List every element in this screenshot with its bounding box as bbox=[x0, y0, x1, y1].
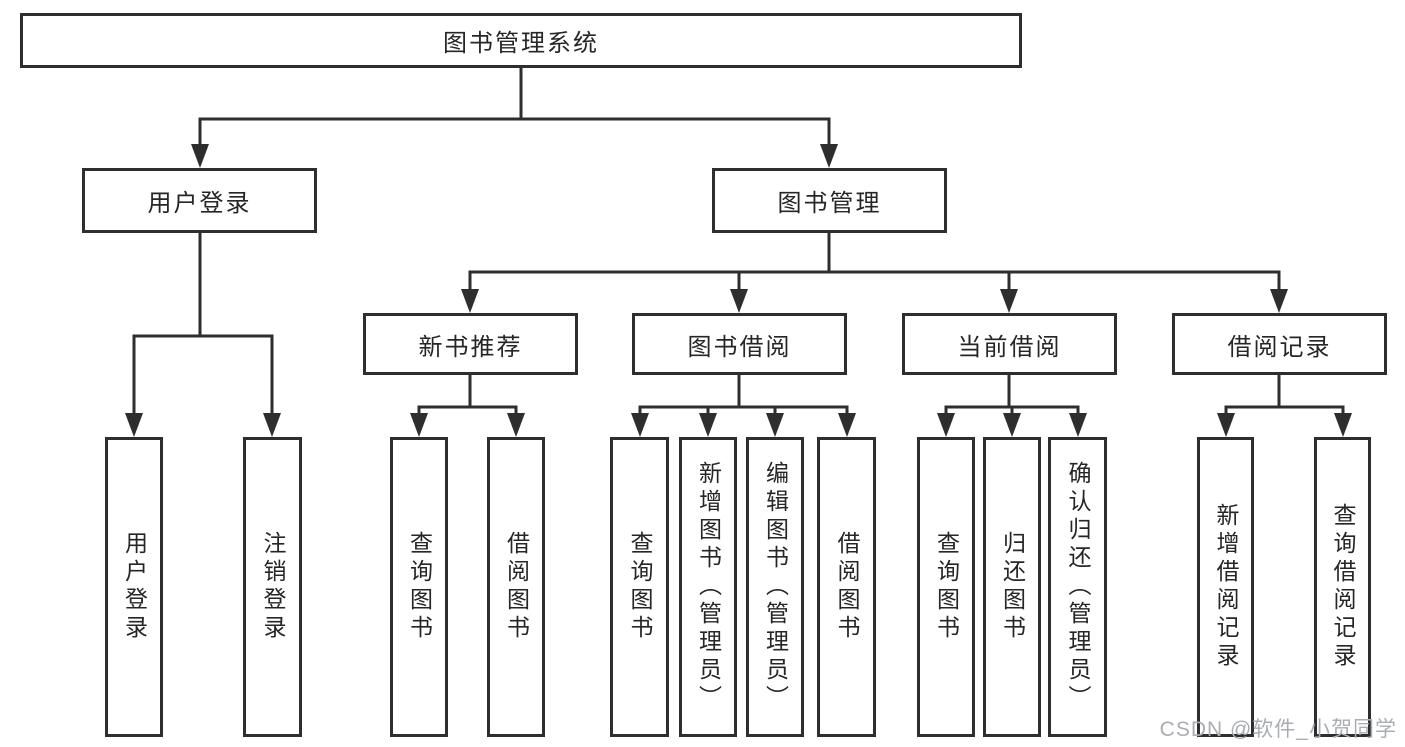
connector-newbook-to-children bbox=[417, 373, 518, 418]
leaf-borrow-books: 借阅图书 bbox=[817, 437, 876, 737]
leaf-user-login: 用户登录 bbox=[105, 437, 163, 737]
leaf-borrow-books-recommend: 借阅图书 bbox=[487, 437, 545, 737]
node-borrowing-records: 借阅记录 bbox=[1172, 313, 1387, 375]
node-user-login-module: 用户登录 bbox=[82, 168, 317, 233]
connector-borrowrecords-to-children bbox=[1224, 373, 1345, 418]
connector-bookborrow-to-children bbox=[638, 373, 849, 418]
leaf-query-books-recommend: 查询图书 bbox=[390, 437, 448, 737]
leaf-query-books-current: 查询图书 bbox=[917, 437, 975, 737]
node-current-borrowing: 当前借阅 bbox=[902, 313, 1117, 375]
connector-bookmgmt-to-level3 bbox=[468, 231, 1281, 293]
node-root-system: 图书管理系统 bbox=[20, 13, 1022, 68]
leaf-query-borrow-record: 查询借阅记录 bbox=[1314, 437, 1371, 737]
connector-userlogin-to-children bbox=[132, 231, 274, 418]
leaf-edit-book-admin: 编辑图书（管理员） bbox=[746, 437, 804, 737]
arrowheads bbox=[125, 144, 1352, 437]
node-book-management-module: 图书管理 bbox=[712, 168, 947, 233]
csdn-watermark: CSDN @软件_小贺同学 bbox=[1159, 718, 1397, 741]
leaf-add-borrow-record: 新增借阅记录 bbox=[1197, 437, 1254, 737]
leaf-confirm-return-admin: 确认归还（管理员） bbox=[1048, 437, 1107, 737]
leaf-logout: 注销登录 bbox=[243, 437, 302, 737]
node-book-borrowing: 图书借阅 bbox=[632, 313, 847, 375]
leaf-add-book-admin: 新增图书（管理员） bbox=[679, 437, 737, 737]
leaf-query-books-borrow: 查询图书 bbox=[610, 437, 669, 737]
node-new-book-recommend: 新书推荐 bbox=[363, 313, 578, 375]
connector-currentborrow-to-children bbox=[944, 373, 1080, 418]
connector-root-to-level2 bbox=[198, 66, 831, 148]
leaf-return-book: 归还图书 bbox=[983, 437, 1041, 737]
